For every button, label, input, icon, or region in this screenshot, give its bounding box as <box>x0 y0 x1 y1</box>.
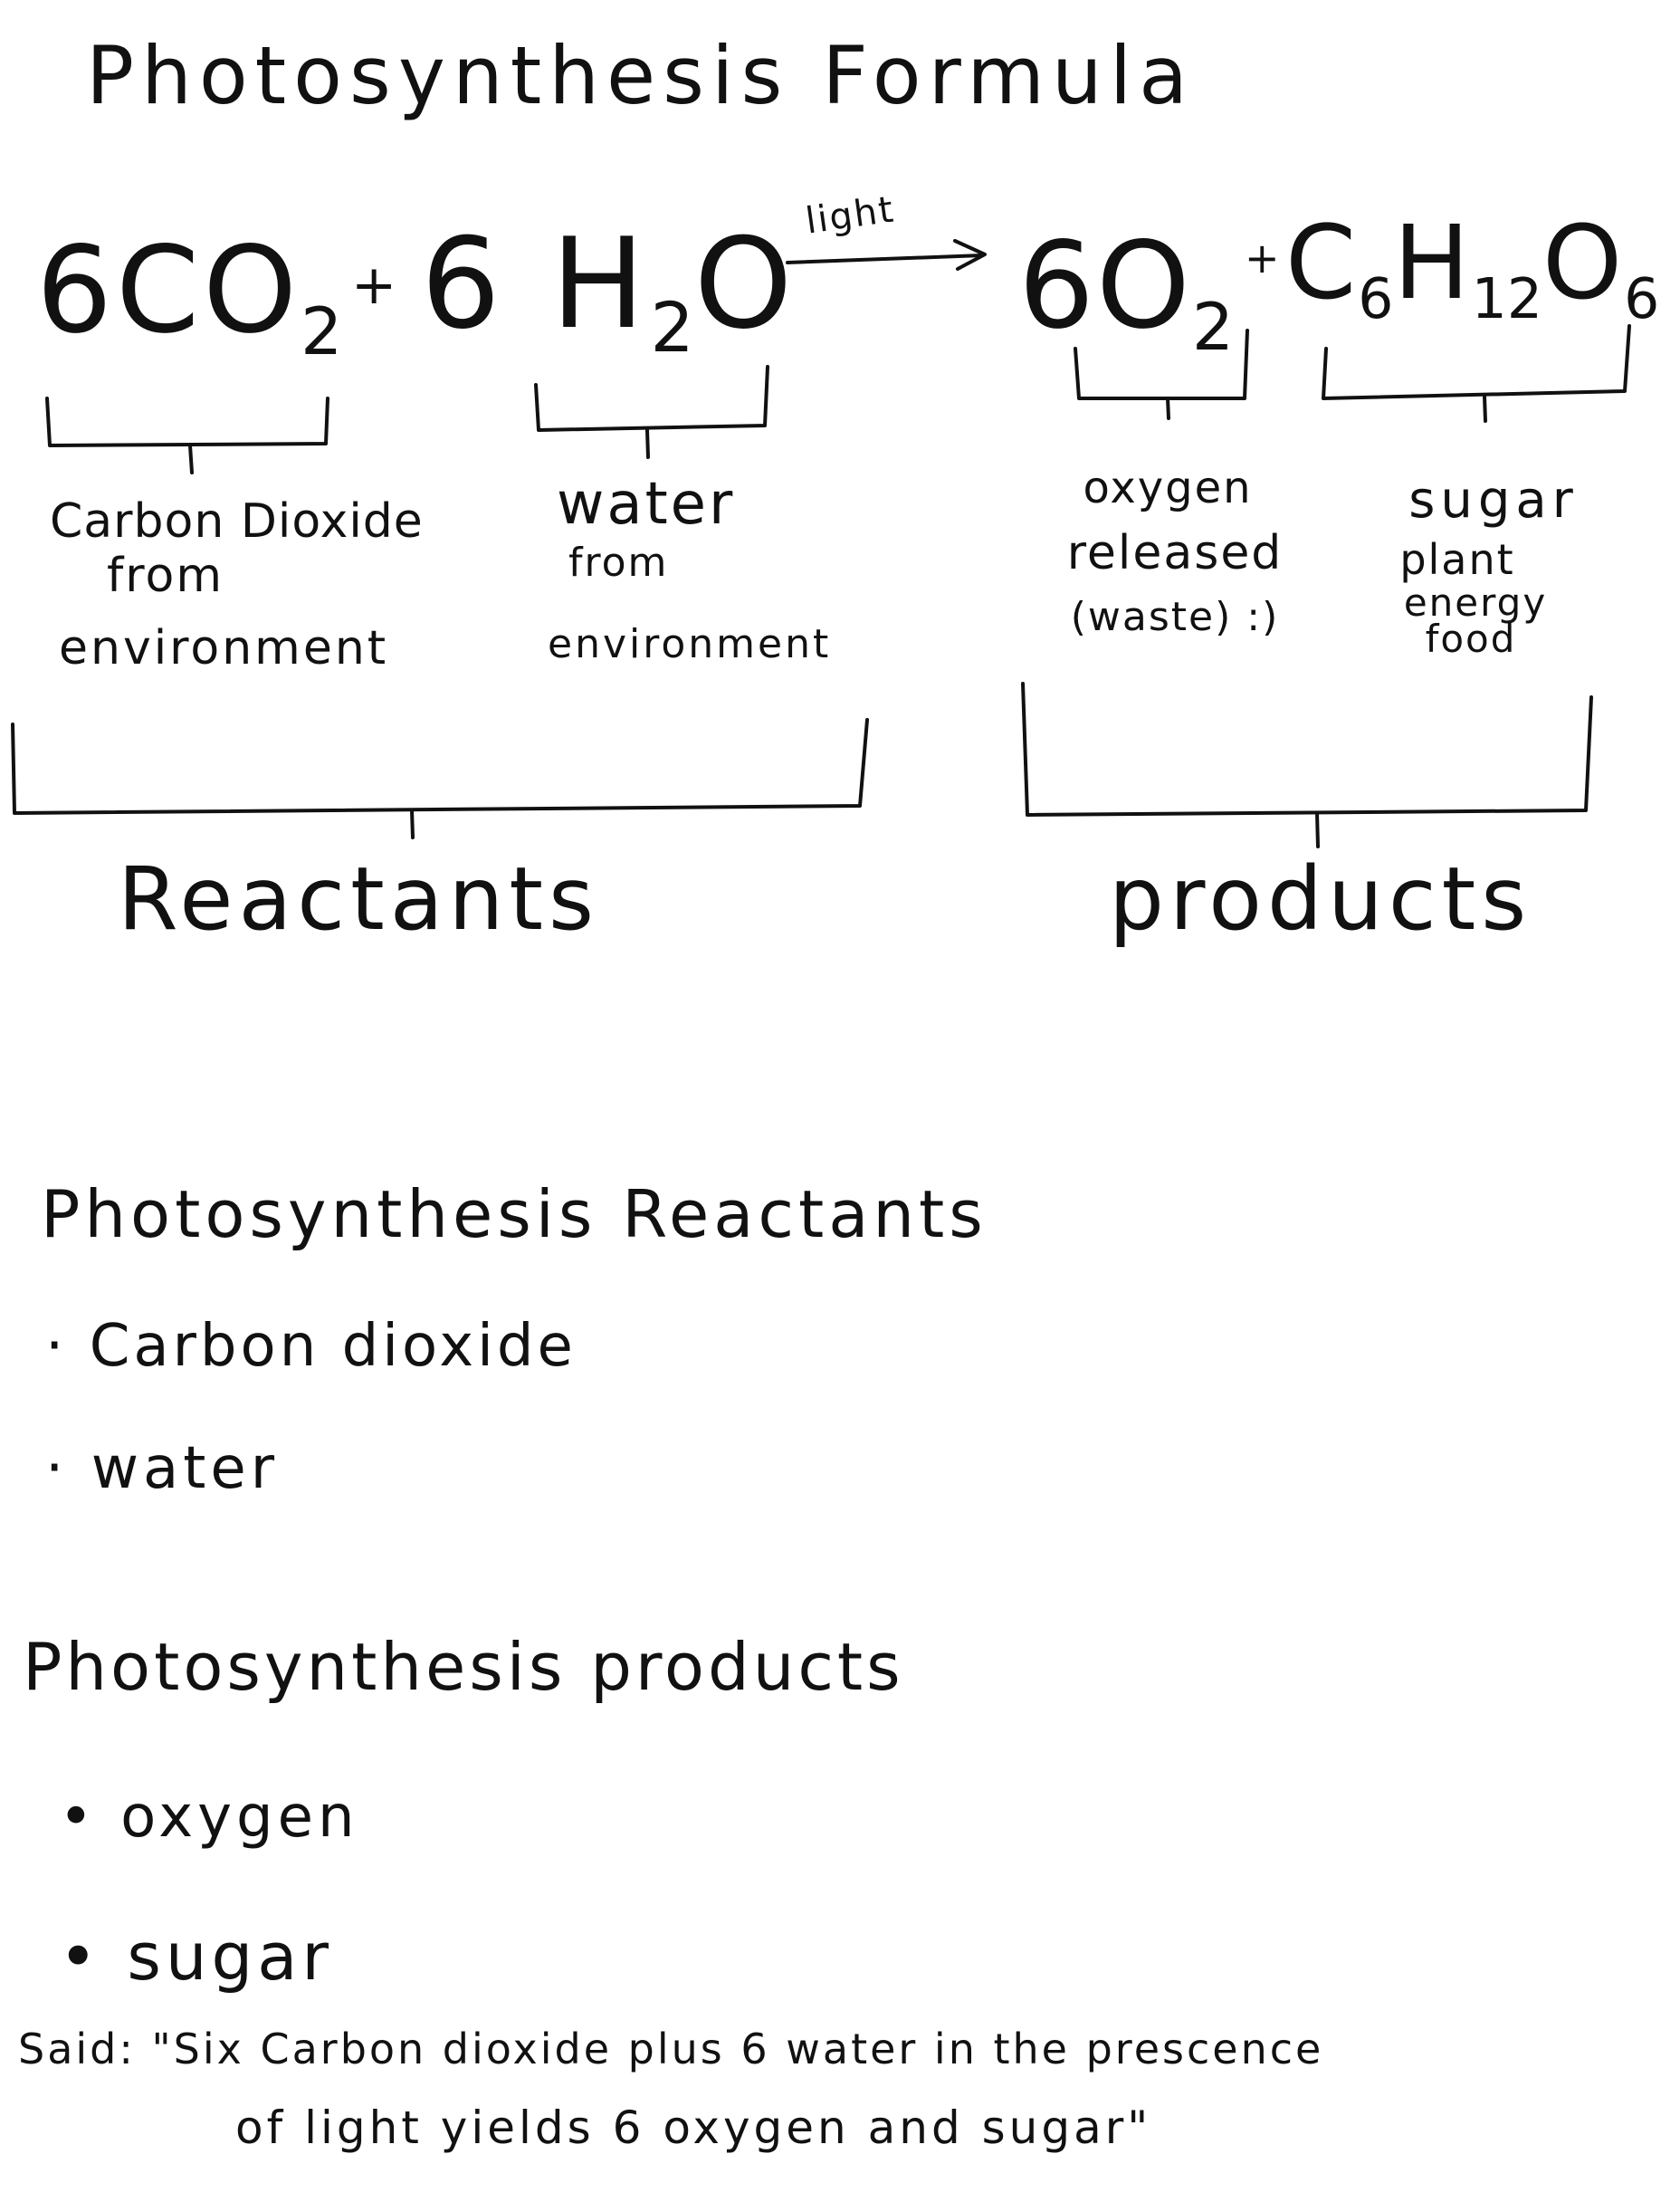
label-co2-line-2: from <box>107 549 224 603</box>
glucose-h-subscript: 12 <box>1471 265 1543 331</box>
co2-subscript: 2 <box>301 294 343 371</box>
reactants-item-2: · water <box>45 1435 280 1502</box>
label-sugar-line-2: plant <box>1399 535 1515 584</box>
connector-co2 <box>188 444 194 474</box>
bracket-co2 <box>45 397 329 447</box>
label-o2-line-1: oxygen <box>1083 463 1253 513</box>
label-sugar-line-3: energy <box>1403 580 1548 625</box>
h2o-h: H <box>550 211 651 357</box>
group-label-reactants: Reactants <box>118 848 600 950</box>
connector-reactants <box>410 809 415 839</box>
h2o-subscript: 2 <box>650 287 694 368</box>
label-co2-line-1: Carbon Dioxide <box>50 494 424 549</box>
connector-products <box>1315 811 1320 848</box>
connector-sugar <box>1483 395 1487 423</box>
products-item-2-text: sugar <box>127 1919 333 1995</box>
equation-glucose: C6H12O6 <box>1285 213 1659 326</box>
glucose-h: H <box>1393 205 1472 322</box>
equation-o2: 6O2 <box>1018 226 1234 361</box>
glucose-o: O <box>1542 205 1625 322</box>
group-label-products: products <box>1109 848 1532 950</box>
reaction-arrow <box>786 239 987 271</box>
reactants-item-1-text: Carbon dioxide <box>89 1313 577 1380</box>
h2o-coefficient: 6 <box>421 211 506 357</box>
label-sugar-line-1: sugar <box>1408 471 1579 530</box>
glucose-o-subscript: 6 <box>1624 265 1660 331</box>
said-line-2: of light yields 6 oxygen and sugar" <box>235 2101 1152 2154</box>
label-o2-line-3: (waste) :) <box>1070 594 1280 640</box>
bracket-h2o <box>534 365 769 432</box>
label-o2-line-2: released <box>1066 526 1284 580</box>
reactants-item-1: · Carbon dioxide <box>45 1313 577 1380</box>
page-title: Photosynthesis Formula <box>86 29 1196 122</box>
equation-plus-2: + <box>1245 234 1282 282</box>
bracket-o2 <box>1074 329 1249 400</box>
label-h2o-line-3: environment <box>548 621 832 667</box>
equation-h2o: 6 H2O <box>421 222 797 362</box>
bracket-reactants <box>11 718 869 815</box>
o2-coefficient: 6 <box>1018 216 1096 356</box>
said-line-1: Said: "Six Carbon dioxide plus 6 water i… <box>18 2025 1324 2073</box>
glucose-c-subscript: 6 <box>1358 265 1394 331</box>
glucose-c: C <box>1285 205 1359 322</box>
products-item-2: • sugar <box>59 1919 333 1995</box>
reactants-heading: Photosynthesis Reactants <box>41 1176 988 1252</box>
label-co2-line-3: environment <box>59 621 389 675</box>
bracket-sugar <box>1322 324 1631 400</box>
connector-h2o <box>645 428 650 459</box>
h2o-o: O <box>693 211 798 357</box>
products-item-1: • oxygen <box>59 1784 359 1851</box>
co2-coefficient: 6 <box>36 221 116 360</box>
o2-subscript: 2 <box>1191 290 1235 367</box>
products-item-1-text: oxygen <box>120 1784 359 1851</box>
equation-co2: 6CO2 <box>36 231 342 366</box>
equation-plus-1: + <box>351 254 399 317</box>
label-h2o-line-2: from <box>568 540 669 586</box>
label-sugar-line-4: food <box>1425 617 1517 661</box>
connector-o2 <box>1166 397 1170 420</box>
o2-formula: O <box>1095 216 1192 356</box>
bracket-products <box>1021 682 1593 817</box>
products-heading: Photosynthesis products <box>23 1629 904 1705</box>
co2-formula: CO <box>115 221 301 360</box>
reactants-item-2-text: water <box>91 1435 280 1502</box>
label-h2o-line-1: water <box>557 471 736 538</box>
